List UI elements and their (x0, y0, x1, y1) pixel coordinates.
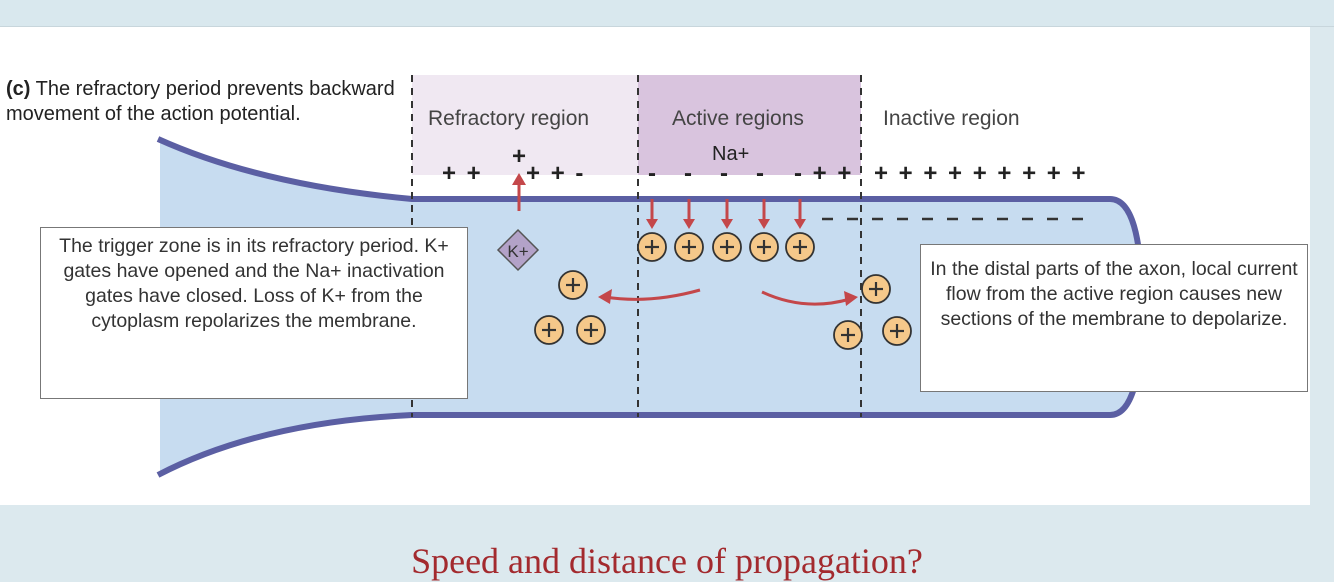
refractory-membrane-charges: + + + + - (442, 160, 586, 187)
positive-ion-icon (712, 232, 742, 262)
positive-ion-icon (749, 232, 779, 262)
k-exit-plus: + (512, 143, 529, 170)
backward-current-arrowhead (598, 289, 612, 304)
positive-ion-icon (882, 316, 912, 346)
footer-title: Speed and distance of propagation? (411, 541, 923, 581)
top-strip (0, 0, 1334, 27)
positive-ion-icon (637, 232, 667, 262)
positive-ions (534, 232, 912, 350)
positive-ion-icon (674, 232, 704, 262)
k-efflux-arrowhead (512, 173, 526, 185)
positive-ion-icon (833, 320, 863, 350)
active-band (638, 75, 861, 175)
figure-caption: (c) The refractory period prevents backw… (6, 77, 416, 127)
backward-current-arrow (604, 288, 701, 301)
refractory-band (412, 75, 638, 175)
positive-ion-icon (576, 315, 606, 345)
figure-panel: K+ (c) The refractory period prevents ba… (0, 27, 1310, 505)
k-channel-icon: K+ (496, 228, 540, 272)
inactive-membrane-charges: + + + + + + + + + (874, 160, 1088, 187)
svg-text:K+: K+ (507, 242, 528, 261)
transition-membrane-charges: - + + (794, 160, 854, 187)
na-influx-arrows (646, 199, 806, 229)
active-regions-label: Active regions (672, 107, 804, 130)
forward-current-arrow (761, 290, 851, 306)
caption-text: The refractory period prevents backward … (6, 78, 395, 125)
na-ion-label: Na+ (712, 143, 750, 165)
caption-prefix: (c) (6, 78, 31, 100)
active-membrane-charges: - - - - (648, 160, 766, 187)
trigger-zone-note: The trigger zone is in its refractory pe… (40, 227, 468, 399)
positive-ion-icon (534, 315, 564, 345)
forward-current-arrowhead (844, 291, 858, 306)
refractory-region-label: Refractory region (428, 107, 590, 130)
positive-ion-icon (861, 274, 891, 304)
distal-axon-note: In the distal parts of the axon, local c… (920, 244, 1308, 392)
inactive-region-label: Inactive region (883, 107, 1020, 130)
lower-membrane (156, 412, 1110, 478)
positive-ion-icon (558, 270, 588, 300)
upper-membrane (156, 136, 1110, 202)
positive-ion-icon (785, 232, 815, 262)
